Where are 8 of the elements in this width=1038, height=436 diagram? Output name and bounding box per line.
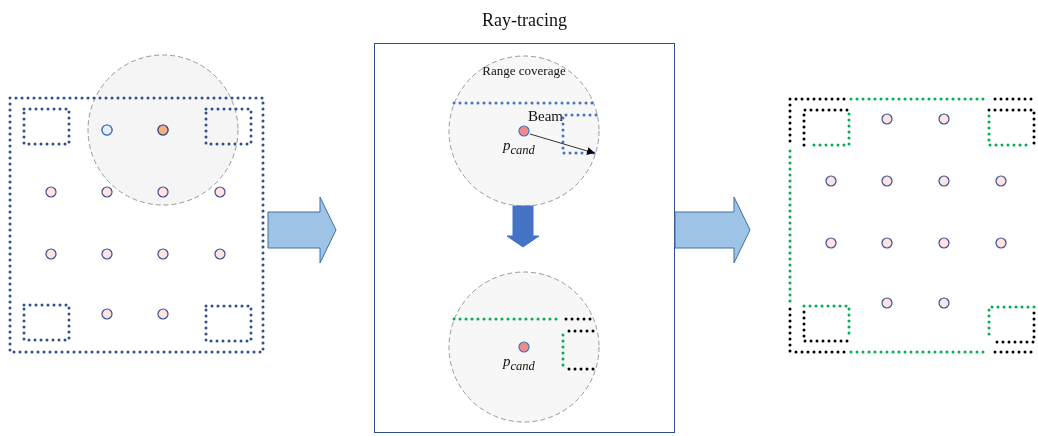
point-label: p$_{cand}$	[503, 137, 535, 158]
point-label: p$_{cand}$	[503, 353, 535, 374]
block-arrow	[674, 196, 751, 264]
block-arrow	[267, 196, 337, 264]
range-label: Range coverage	[481, 63, 567, 79]
panel-title: Ray-tracing	[481, 10, 568, 31]
beam-label: Beam	[528, 108, 563, 125]
block-arrow	[506, 205, 540, 248]
